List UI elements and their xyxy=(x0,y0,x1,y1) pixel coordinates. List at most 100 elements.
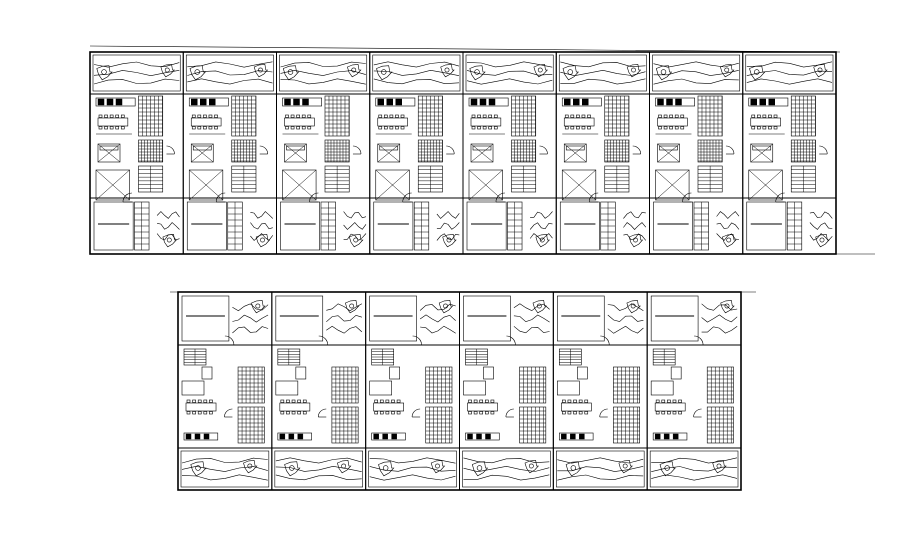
lower-unit-2 xyxy=(271,291,367,491)
garden-path xyxy=(326,303,363,334)
tiled-bath xyxy=(519,406,547,444)
front-room xyxy=(466,201,507,251)
tiled-bath xyxy=(697,139,723,163)
dining-table xyxy=(279,399,311,415)
tree-symbol xyxy=(471,461,489,477)
site-boundary-line xyxy=(89,45,841,53)
dining-table xyxy=(185,399,217,415)
garden-path xyxy=(181,457,268,481)
dining-table xyxy=(377,114,408,130)
tree-symbol xyxy=(720,64,735,78)
sofa xyxy=(650,380,674,396)
front-room xyxy=(463,295,511,342)
upper-unit-1 xyxy=(89,51,184,255)
garden-path xyxy=(607,303,644,334)
garden-path xyxy=(653,61,739,85)
front-room xyxy=(746,201,787,251)
lower-unit-3 xyxy=(365,291,460,491)
sofa xyxy=(463,380,486,396)
tiled-floor xyxy=(231,95,257,137)
bed xyxy=(190,143,214,163)
upper-unit-3 xyxy=(276,51,371,255)
garden-path xyxy=(623,211,647,241)
garden-path xyxy=(513,303,550,334)
entry-steps xyxy=(320,201,336,251)
front-room xyxy=(186,201,227,251)
front-room xyxy=(557,295,605,342)
door-swing xyxy=(600,335,610,346)
kitchen-counter xyxy=(465,432,500,441)
tree-symbol xyxy=(720,300,735,314)
tiled-bath xyxy=(138,139,164,163)
garden-path xyxy=(809,211,833,241)
door-swing xyxy=(166,145,175,155)
tree-symbol xyxy=(618,460,633,474)
dining-table xyxy=(561,399,592,415)
front-room xyxy=(373,201,414,251)
tree-symbol xyxy=(440,64,455,78)
door-swing xyxy=(224,335,235,346)
tiled-bath xyxy=(790,139,816,163)
tree-symbol xyxy=(532,300,547,314)
dining-table xyxy=(190,114,222,130)
tree-symbol xyxy=(282,65,300,81)
kitchen-counter xyxy=(282,97,322,107)
dining-table xyxy=(750,114,781,130)
door-swing xyxy=(259,145,269,155)
kitchen-counter xyxy=(375,97,416,107)
bed xyxy=(563,143,587,163)
front-room xyxy=(559,201,600,251)
lamp-table xyxy=(577,366,588,380)
dining-table xyxy=(657,114,688,130)
dining-table xyxy=(373,399,404,415)
dining-table xyxy=(563,114,595,130)
sofa xyxy=(557,380,580,396)
tiled-bath xyxy=(324,139,350,163)
entry-steps xyxy=(600,201,616,251)
door-swing xyxy=(694,335,704,346)
garden-path xyxy=(93,61,180,85)
tiled-bath xyxy=(417,139,443,163)
entry-steps xyxy=(227,201,243,251)
bedroom-wardrobe xyxy=(95,169,130,201)
bedroom-wardrobe xyxy=(561,169,597,201)
stair-flight xyxy=(559,348,582,366)
garden-path xyxy=(373,61,460,85)
lower-row-outline xyxy=(177,291,742,491)
entry-steps xyxy=(786,201,803,251)
door-swing xyxy=(224,408,233,418)
tree-symbol xyxy=(628,234,644,248)
sofa xyxy=(181,380,205,396)
bedroom-wardrobe xyxy=(655,169,690,201)
garden-path xyxy=(436,211,460,241)
stair-flight xyxy=(604,165,630,193)
tree-symbol xyxy=(815,234,830,248)
garden-path xyxy=(280,61,366,85)
tiled-bath xyxy=(425,406,453,444)
tree-symbol xyxy=(347,64,362,78)
kitchen-counter xyxy=(559,432,594,441)
lower-row-block xyxy=(170,291,756,491)
tree-symbol xyxy=(535,234,550,248)
bedroom-wardrobe xyxy=(375,169,410,201)
tiled-bath xyxy=(331,406,359,444)
stair-flight xyxy=(465,348,488,366)
upper-row-outline xyxy=(89,51,837,255)
garden-path xyxy=(419,303,456,334)
tree-symbol xyxy=(349,234,364,248)
tiled-floor xyxy=(237,366,265,404)
door-swing xyxy=(352,145,362,155)
tree-symbol xyxy=(284,461,301,477)
garden-path xyxy=(557,457,644,481)
lamp-table xyxy=(201,366,213,380)
kitchen-counter xyxy=(652,432,688,441)
front-room xyxy=(181,295,230,342)
bed xyxy=(377,143,401,163)
tiled-floor xyxy=(697,95,723,137)
kitchen-counter xyxy=(468,97,509,107)
garden-path xyxy=(275,457,362,481)
stair-flight xyxy=(324,165,350,193)
lower-unit-5 xyxy=(552,291,648,491)
stair-flight xyxy=(138,165,164,193)
